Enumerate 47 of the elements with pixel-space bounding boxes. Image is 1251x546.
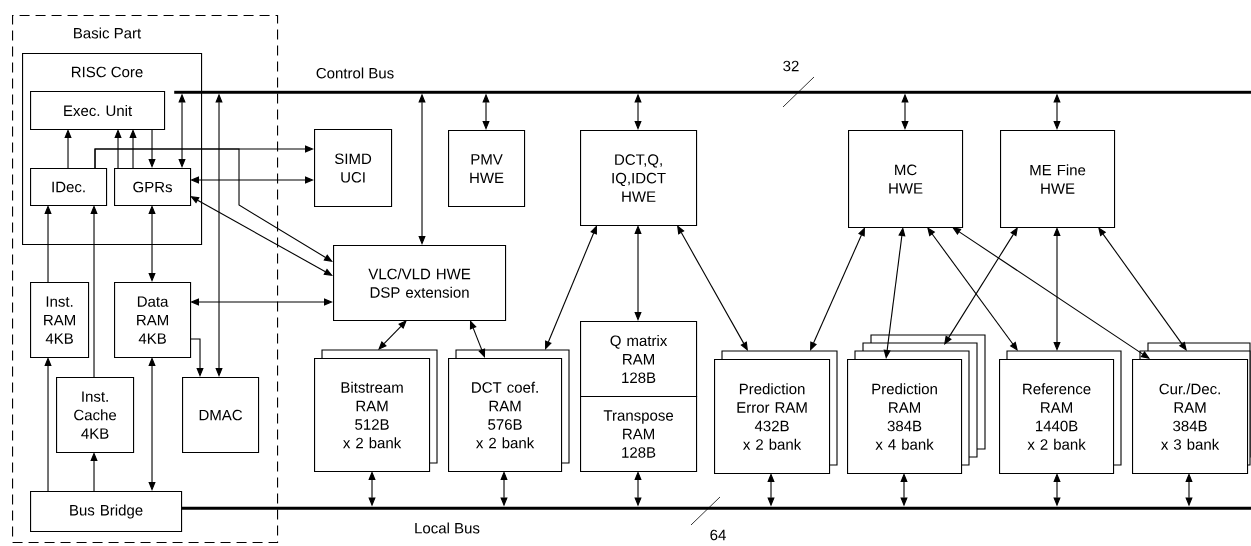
unit-box: GPRs bbox=[114, 168, 192, 207]
double-arrow bbox=[634, 225, 642, 321]
stacked-memory-box: Prediction Error RAM 432B x 2 bank bbox=[714, 350, 838, 475]
stacked-memory-box: Bitstream RAM 512B x 2 bank bbox=[314, 349, 438, 473]
double-arrow bbox=[944, 227, 1018, 345]
arrow bbox=[44, 205, 52, 283]
double-arrow bbox=[1098, 227, 1187, 351]
stacked-memory-box: DCT coef. RAM 576B x 2 bank bbox=[448, 349, 570, 473]
arrow bbox=[90, 205, 98, 378]
unit-box: Exec. Unit bbox=[30, 91, 166, 131]
double-arrow bbox=[378, 320, 407, 350]
stacked-memory-box: Prediction RAM 384B x 4 bank bbox=[847, 334, 986, 475]
engine-box: MC HWE bbox=[848, 130, 964, 229]
double-arrow bbox=[1053, 227, 1061, 351]
double-arrow bbox=[952, 227, 1150, 359]
double-arrow bbox=[148, 205, 156, 282]
double-arrow bbox=[545, 225, 597, 350]
memory-box: Q matrix RAM 128B bbox=[580, 321, 698, 398]
double-arrow bbox=[883, 227, 906, 359]
engine-box: DCT,Q, IQ,IDCT HWE bbox=[580, 130, 698, 227]
engine-box: VLC/VLD HWE DSP extension bbox=[333, 245, 507, 322]
engine-box: PMV HWE bbox=[448, 130, 526, 208]
memory-box: Transpose RAM 128B bbox=[580, 396, 698, 473]
engine-box: ME Fine HWE bbox=[1000, 130, 1116, 229]
arrow bbox=[94, 148, 333, 262]
memory-box: Inst. RAM 4KB bbox=[30, 282, 90, 359]
controller-box: DMAC bbox=[182, 377, 260, 454]
double-arrow bbox=[677, 225, 748, 351]
double-arrow bbox=[810, 227, 865, 351]
arrow bbox=[129, 129, 137, 169]
stacked-memory-box: Cur./Dec. RAM 384B x 3 bank bbox=[1132, 342, 1251, 475]
memory-box: Data RAM 4KB bbox=[114, 282, 192, 359]
memory-box: Inst. Cache 4KB bbox=[56, 377, 135, 454]
arrow bbox=[64, 129, 72, 169]
unit-box: SIMD UCI bbox=[314, 129, 393, 208]
arrow bbox=[148, 128, 156, 168]
double-arrow bbox=[469, 320, 486, 358]
double-arrow bbox=[190, 196, 333, 276]
arrow bbox=[44, 357, 52, 492]
stacked-memory-box: Reference RAM 1440B x 2 bank bbox=[999, 350, 1122, 475]
bridge-box: Bus Bridge bbox=[30, 491, 183, 533]
arrow bbox=[189, 338, 204, 377]
unit-box: IDec. bbox=[30, 168, 108, 207]
double-arrow bbox=[148, 357, 156, 491]
arrow bbox=[90, 452, 98, 492]
arrow bbox=[114, 129, 122, 169]
double-arrow bbox=[927, 227, 1018, 351]
